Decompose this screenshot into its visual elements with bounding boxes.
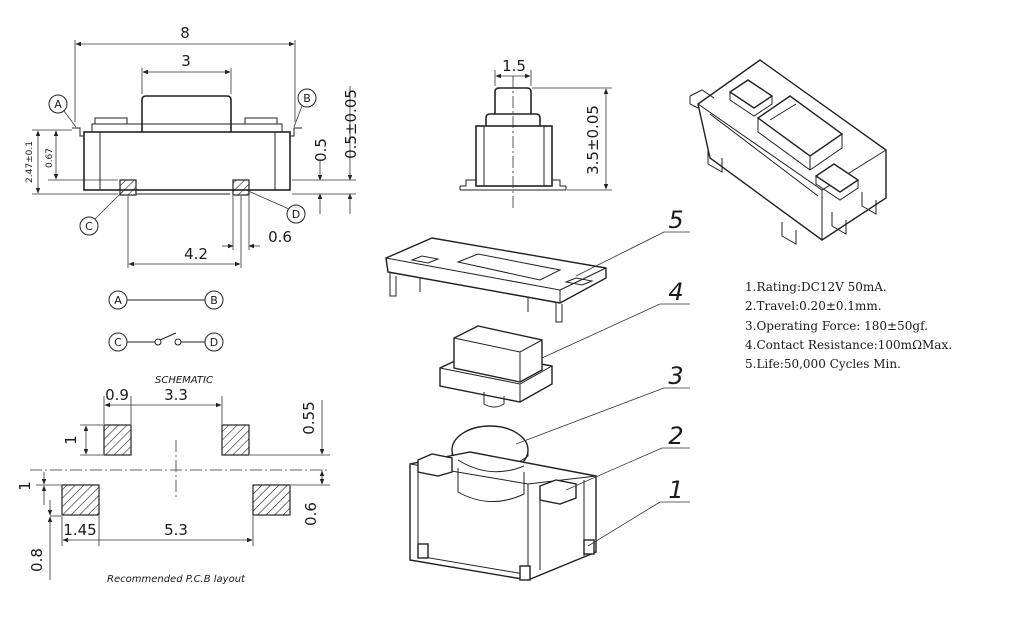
callout-2: 2 (668, 422, 683, 450)
terminal-label-a: A (54, 98, 62, 111)
dim-pad-width: 0.9 (105, 386, 129, 404)
callout-4: 4 (668, 278, 683, 306)
schematic-node-c: C (114, 336, 122, 349)
callout-3: 3 (668, 362, 683, 390)
spec-travel: 2.Travel:0.20±0.1mm. (745, 299, 882, 313)
terminal-label-c: C (85, 220, 93, 233)
part-base (409, 451, 597, 581)
callout-5: 5 (668, 206, 683, 234)
side-body (475, 125, 553, 187)
front-view: 8 3 4.2 0.6 0.5 0.5±0.05 2.47±0.1 0.6 (25, 24, 360, 268)
schematic-node-d: D (210, 336, 218, 349)
side-dim-width: 1.5 (502, 57, 526, 75)
schematic: A B C D SCHEMATIC (108, 290, 224, 386)
dim-pad-height: 1 (62, 435, 80, 445)
pcb-pad (103, 424, 132, 456)
dim-outer-span: 5.3 (164, 521, 188, 539)
dim-offset-top: 0.55 (300, 401, 318, 434)
pcb-pad (252, 484, 291, 516)
dim-button-3: 3 (181, 52, 191, 70)
dim-total: 2.47±0.1 (25, 141, 35, 183)
dim-height: 0.5±0.05 (342, 89, 360, 159)
terminal-pad-d (232, 179, 250, 196)
pcb-pad (61, 484, 100, 516)
side-dim-height: 3.5±0.05 (584, 105, 602, 175)
terminal-pad-c (119, 179, 137, 196)
dim-outer-height: 1 (16, 481, 34, 491)
side-view: 1.5 3.5±0.05 (459, 57, 612, 208)
dim-lead-gap: 0.5 (312, 138, 330, 162)
isometric-view (689, 59, 887, 245)
schematic-node-a: A (114, 294, 122, 307)
iso-body (697, 59, 887, 241)
dim-outer-width: 1.45 (63, 521, 96, 539)
dim-vertical: 0.8 (28, 548, 46, 572)
switch-body (83, 131, 291, 191)
spec-rating: 1.Rating:DC12V 50mA. (745, 280, 887, 294)
terminal-label-b: B (303, 92, 311, 105)
spec-contact-resistance: 4.Contact Resistance:100mΩMax. (745, 338, 952, 352)
callouts: 5 4 3 2 1 (515, 206, 690, 547)
schematic-node-b: B (210, 294, 218, 307)
schematic-caption: SCHEMATIC (155, 375, 213, 386)
pcb-caption: Recommended P.C.B layout (107, 574, 246, 585)
dim-pad-gap: 3.3 (164, 386, 188, 404)
part-actuator-housing (439, 325, 553, 408)
dim-width-8: 8 (180, 24, 190, 42)
actuator (141, 95, 232, 132)
pcb-layout: 0.9 3.3 1 0.55 1 1.45 5.3 0.6 0.8 Rec (16, 386, 330, 585)
dim-lead-0-6: 0.6 (268, 228, 292, 246)
spec-life: 5.Life:50,000 Cycles Min. (745, 357, 901, 371)
part-cover-plate (385, 237, 607, 323)
callout-1: 1 (668, 476, 683, 504)
terminal-label-d: D (292, 208, 300, 221)
spec-list: 1.Rating:DC12V 50mA. 2.Travel:0.20±0.1mm… (745, 280, 952, 371)
dim-pitch-4-2: 4.2 (184, 245, 208, 263)
switch-contact (159, 332, 177, 341)
dim-inner: 0.67 (45, 148, 55, 168)
dim-offset-bottom: 0.6 (302, 502, 320, 526)
exploded-view: 5 4 3 2 1 (385, 206, 690, 581)
spec-operating-force: 3.Operating Force: 180±50gf. (745, 319, 928, 333)
pcb-pad (221, 424, 250, 456)
